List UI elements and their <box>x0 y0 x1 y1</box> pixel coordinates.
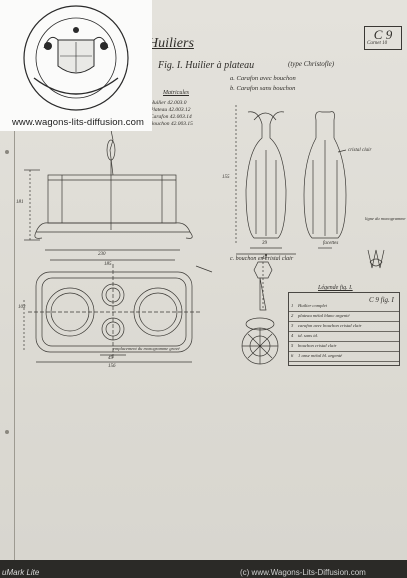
cristal-note: cristal clair <box>348 148 372 153</box>
legend-row-desc: Huilier complet <box>298 303 327 308</box>
legend-row-desc: id. sans id. <box>298 333 318 338</box>
item-a-note: a. Carafon avec bouchon <box>230 75 296 82</box>
legend-row-num: 5 <box>291 343 294 348</box>
legend-row-desc: plateau métal blanc argenté <box>298 313 350 318</box>
sheet-code-sub: Carnet 10 <box>367 41 388 46</box>
legend-row-desc: 1 anse métal bl. argenté <box>298 353 343 358</box>
technical-drawing <box>23 105 385 365</box>
legend-row-num: 1 <box>291 303 294 308</box>
legend-table: 1 Huilier complet 2 plateau métal blanc … <box>288 292 400 366</box>
legend-row: 1 Huilier complet <box>289 301 399 312</box>
matriculation-list: Huilier 42.003.0 Plateau 42.003.12 Caraf… <box>150 100 193 128</box>
matriculation-line: Carafon 42.003.14 <box>150 114 192 120</box>
legend-row: 2 plateau métal blanc argenté <box>289 311 399 322</box>
figure-caption: Fig. I. Huilier à plateau <box>158 60 255 71</box>
sheet-title: Huiliers <box>148 36 194 51</box>
binding-line <box>14 0 15 560</box>
dimension-label: 48 <box>262 256 267 261</box>
footer-copyright: (c) www.Wagons-Lits-Diffusion.com <box>240 568 366 577</box>
dimension-label: 103 <box>18 305 26 310</box>
dimension-label: 181 <box>16 200 24 205</box>
footer-watermark-left: uMark Lite <box>2 568 40 577</box>
legend-row-num: 4 <box>291 333 294 338</box>
figure-type-note: (type Christofle) <box>288 60 335 68</box>
matriculation-line: Plateau 42.003.12 <box>150 107 191 113</box>
legend-row-num: 6 <box>291 353 294 358</box>
legend-row: 4 id. sans id. <box>289 331 399 342</box>
ligne-note: ligne du monogramme <box>365 216 406 221</box>
sheet-code: C 9 <box>364 26 402 50</box>
legend-row-desc: carafon avec bouchon cristal clair <box>298 323 362 328</box>
item-b-note: b. Carafon sans bouchon <box>230 85 296 92</box>
dimension-label: 230 <box>98 252 106 257</box>
legend-code: C 9 fig. I <box>369 296 394 304</box>
dimension-label: 155 <box>222 175 230 180</box>
drawing-sheet: Huiliers C 9 Carnet 10 Fig. I. Huilier à… <box>0 0 407 560</box>
punch-hole <box>5 150 9 154</box>
dimension-label: 49 <box>108 356 113 361</box>
company-logo-box: www.wagons-lits-diffusion.com <box>0 0 152 131</box>
legend-row: 3 carafon avec bouchon cristal clair <box>289 321 399 332</box>
dimension-label: 156 <box>108 364 116 369</box>
legend-row-num: 3 <box>291 323 294 328</box>
matriculation-line: Huilier 42.003.0 <box>150 100 187 106</box>
dimension-label: 185 <box>104 262 112 267</box>
bouchon-note: c. bouchon en cristal clair <box>230 256 294 262</box>
facettes-note: facettes <box>323 241 339 246</box>
legend-row-num: 2 <box>291 313 294 318</box>
legend-row-desc: bouchon cristal clair <box>298 343 337 348</box>
matriculation-title: Matricules <box>163 90 189 96</box>
punch-hole <box>5 430 9 434</box>
logo-emblem-icon <box>23 5 129 111</box>
matriculation-line: Bouchon 42.003.15 <box>150 121 193 127</box>
legend-row: 5 bouchon cristal clair <box>289 341 399 352</box>
dimension-label: 39 <box>262 241 267 246</box>
emplacement-note: emplacement du monogramme gravé <box>113 346 180 351</box>
logo-url-text: www.wagons-lits-diffusion.com <box>11 117 145 128</box>
legend-row: 6 1 anse métal bl. argenté <box>289 351 399 362</box>
legend-title: Légende fig. I. <box>318 285 353 291</box>
